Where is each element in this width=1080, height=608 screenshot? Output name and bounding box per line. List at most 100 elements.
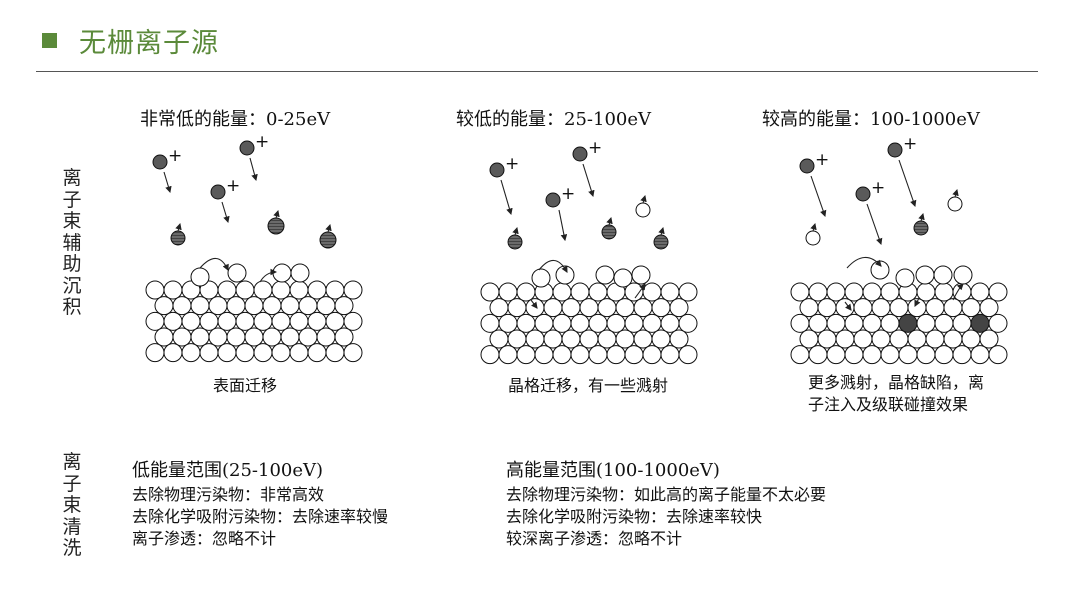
lattice-atom <box>307 280 327 300</box>
panel-2-diagram: +++ <box>480 138 698 365</box>
lattice-atom <box>163 311 183 331</box>
lattice-atom <box>516 345 536 365</box>
ion-trajectory-arrow <box>500 179 513 216</box>
lattice-atom <box>597 329 617 349</box>
ion <box>545 192 561 208</box>
cleaning-line: 离子渗透：忽略不计 <box>132 529 277 548</box>
ion-charge: + <box>561 184 575 204</box>
lattice-atom <box>289 280 309 300</box>
lattice-atom <box>217 311 237 331</box>
lattice-atom <box>154 296 174 316</box>
lattice-atom <box>343 280 363 300</box>
surface-atom <box>895 268 915 288</box>
lattice-atom <box>543 298 563 318</box>
lattice-atom <box>862 313 882 333</box>
lattice-atom <box>271 343 291 363</box>
lattice-atom <box>181 311 201 331</box>
panel-1-caption: 表面迁移 <box>213 375 277 397</box>
rebound-arrow <box>273 209 280 219</box>
lattice-atom <box>979 329 999 349</box>
lattice-atom <box>190 296 210 316</box>
vlabel-char: 积 <box>62 296 82 318</box>
lattice-atom <box>961 298 981 318</box>
lattice-atom <box>988 345 1008 365</box>
vlabel-char: 助 <box>62 253 82 275</box>
panel-3-diagram: +++ <box>790 134 1008 365</box>
ion-trajectory-arrow <box>582 163 595 198</box>
vlabel-char: 束 <box>62 494 82 516</box>
ion-charge: + <box>505 154 519 174</box>
lattice-atom <box>606 345 626 365</box>
lattice-atom <box>343 343 363 363</box>
lattice-atom <box>916 282 936 302</box>
recoil-arrow <box>914 297 921 307</box>
ion <box>489 162 505 178</box>
ion <box>855 186 871 202</box>
caption-line: 子注入及级联碰撞效果 <box>808 395 969 414</box>
ion <box>239 140 255 156</box>
lattice-atom <box>615 298 635 318</box>
lattice-atom <box>588 345 608 365</box>
cleaning-line: 较深离子渗透：忽略不计 <box>506 529 683 548</box>
lattice-atom <box>280 327 300 347</box>
lattice-atom <box>660 345 680 365</box>
lattice-atom <box>199 343 219 363</box>
lattice-atom <box>898 345 918 365</box>
lattice-atom <box>889 329 909 349</box>
panel-1-diagram: +++ <box>145 132 363 363</box>
lattice-atom <box>943 298 963 318</box>
lattice-atom <box>552 345 572 365</box>
lattice-atom <box>235 343 255 363</box>
lattice-atom <box>790 345 810 365</box>
panel-3-caption: 更多溅射，晶格缺陷，离 子注入及级联碰撞效果 <box>808 372 984 416</box>
lattice-atom <box>507 329 527 349</box>
lattice-atom <box>952 345 972 365</box>
lattice-atom <box>633 329 653 349</box>
lattice-atom <box>534 345 554 365</box>
lattice-atom <box>307 311 327 331</box>
lattice-atom <box>253 343 273 363</box>
cleaning-low-heading: 低能量范围(25-100eV) <box>132 460 324 481</box>
ion <box>210 184 226 200</box>
ion-charge: + <box>903 134 917 154</box>
lattice-atom <box>934 345 954 365</box>
lattice-atom <box>642 282 662 302</box>
lattice-atom <box>190 327 210 347</box>
lattice-atom <box>480 282 500 302</box>
rebound-arrow <box>952 188 959 198</box>
lattice-atom <box>678 313 698 333</box>
lattice-atom <box>298 327 318 347</box>
lattice-atom <box>208 296 228 316</box>
panel-2-caption: 晶格迁移，有一些溅射 <box>508 375 668 397</box>
lattice-atom <box>844 345 864 365</box>
adatom <box>170 230 186 246</box>
lattice-atom <box>145 343 165 363</box>
label-ion-assisted-deposition: 离 子 束 辅 助 沉 积 <box>60 167 84 319</box>
surface-atom <box>272 263 292 283</box>
lattice-atom <box>334 327 354 347</box>
lattice-atom <box>181 343 201 363</box>
ion <box>572 146 588 162</box>
lattice-atom <box>817 298 837 318</box>
lattice-atom <box>325 311 345 331</box>
ion-charge: + <box>168 146 182 166</box>
lattice-atom <box>624 345 644 365</box>
lattice-atom <box>217 280 237 300</box>
lattice-atom <box>163 280 183 300</box>
lattice-atom <box>480 313 500 333</box>
lattice-atom <box>316 327 336 347</box>
lattice-atom <box>561 329 581 349</box>
rebound-arrow <box>606 216 613 226</box>
adatom <box>601 224 617 240</box>
lattice-atom <box>298 296 318 316</box>
lattice-atom <box>853 298 873 318</box>
lattice-atom <box>235 280 255 300</box>
surface-atom <box>227 263 247 283</box>
lattice-atom <box>588 282 608 302</box>
lattice-atom <box>498 313 518 333</box>
cleaning-line: 去除物理污染物：非常高效 <box>132 485 325 504</box>
adatom <box>267 217 285 235</box>
lattice-atom <box>163 343 183 363</box>
lattice-atom <box>615 329 635 349</box>
adatom <box>507 234 523 250</box>
